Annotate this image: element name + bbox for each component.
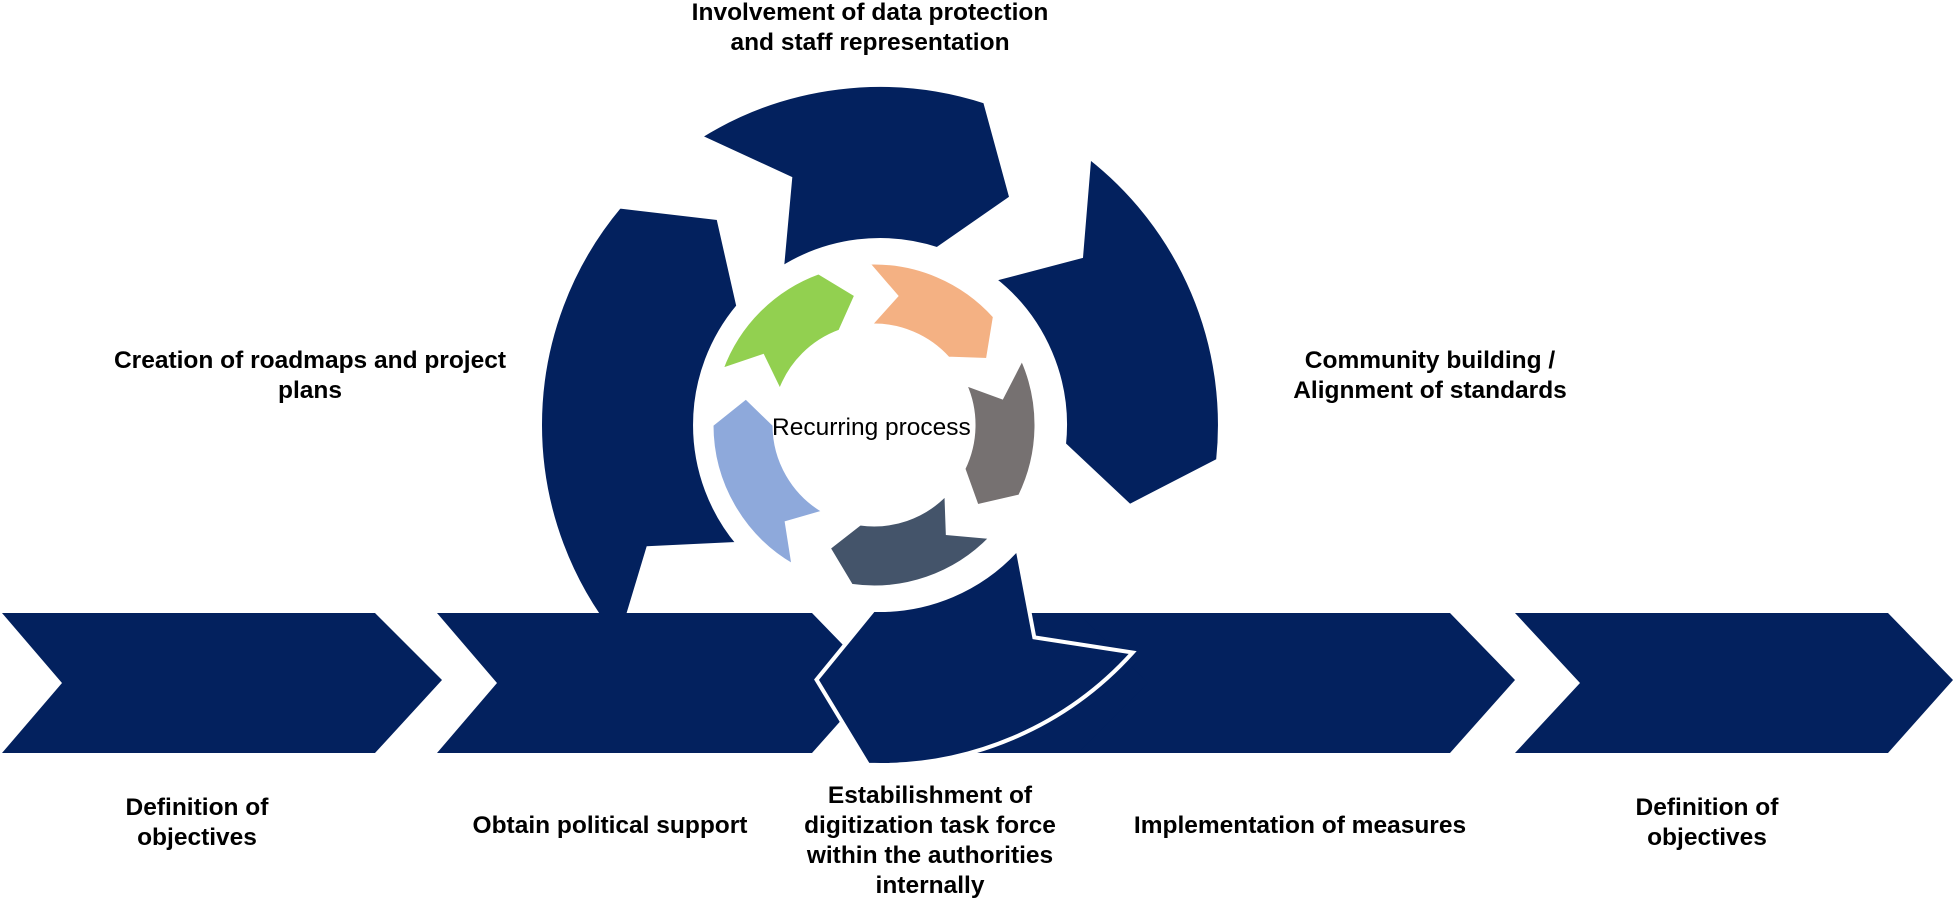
chevron-label-2: Obtain political support	[440, 811, 780, 841]
outer-segment-left	[538, 204, 743, 648]
center-label: Recurring process	[772, 414, 971, 441]
inner-segment-orange	[865, 261, 996, 362]
outer-cycle-front-segment	[814, 544, 1137, 767]
inner-segment-gray	[962, 355, 1038, 508]
outer-segment-right	[989, 153, 1222, 509]
chevron-4	[1078, 613, 1515, 753]
chevron-label-5-line-2: objectives	[1647, 824, 1767, 851]
chevron-label-1: Definition of objectives	[72, 793, 322, 853]
cycle-label-left: Creation of roadmaps and project plans	[90, 346, 530, 406]
cycle-label-left-line-1: Creation of roadmaps and project	[113, 347, 507, 374]
chevron-label-5-line-1: Definition of	[1635, 794, 1779, 821]
outer-segment-top	[695, 82, 1014, 272]
chevron-label-3-line-1: Estabilishment of	[827, 782, 1033, 809]
chevron-label-1-line-2: objectives	[137, 824, 257, 851]
cycle-label-right-line-1: Community building /	[1304, 347, 1556, 374]
chevron-5	[1515, 613, 1953, 753]
chevron-label-3: Estabilishment of digitization task forc…	[780, 781, 1080, 901]
chevron-1	[2, 613, 442, 753]
chevron-label-3-line-2: digitization task force	[804, 812, 1056, 839]
chevron-label-3-line-4: internally	[875, 872, 985, 899]
inner-segment-slate	[827, 490, 994, 589]
outer-cycle-ring	[538, 82, 1222, 648]
chevron-label-1-line-1: Definition of	[125, 794, 269, 821]
chevron-label-3-line-3: within the authorities	[806, 842, 1054, 869]
cycle-label-top-line-2: and staff representation	[730, 29, 1010, 56]
chevron-label-4-line-1: Implementation of measures	[1133, 812, 1467, 839]
inner-cycle-ring	[710, 261, 1038, 589]
chevron-2	[437, 613, 877, 753]
inner-segment-green	[719, 271, 858, 395]
outer-segment-bottom	[814, 544, 1137, 767]
chevron-label-2-line-1: Obtain political support	[472, 812, 748, 839]
chevron-row	[2, 613, 1953, 753]
chevron-label-5: Definition of objectives	[1582, 793, 1832, 853]
cycle-label-left-line-2: plans	[278, 377, 342, 404]
cycle-label-top-line-1: Involvement of data protection	[691, 0, 1049, 26]
cycle-label-top: Involvement of data protection and staff…	[620, 0, 1120, 58]
inner-segment-blue	[710, 395, 828, 569]
chevron-label-4: Implementation of measures	[1110, 811, 1490, 841]
cycle-label-right-line-2: Alignment of standards	[1293, 377, 1567, 404]
cycle-label-right: Community building / Alignment of standa…	[1240, 346, 1620, 406]
